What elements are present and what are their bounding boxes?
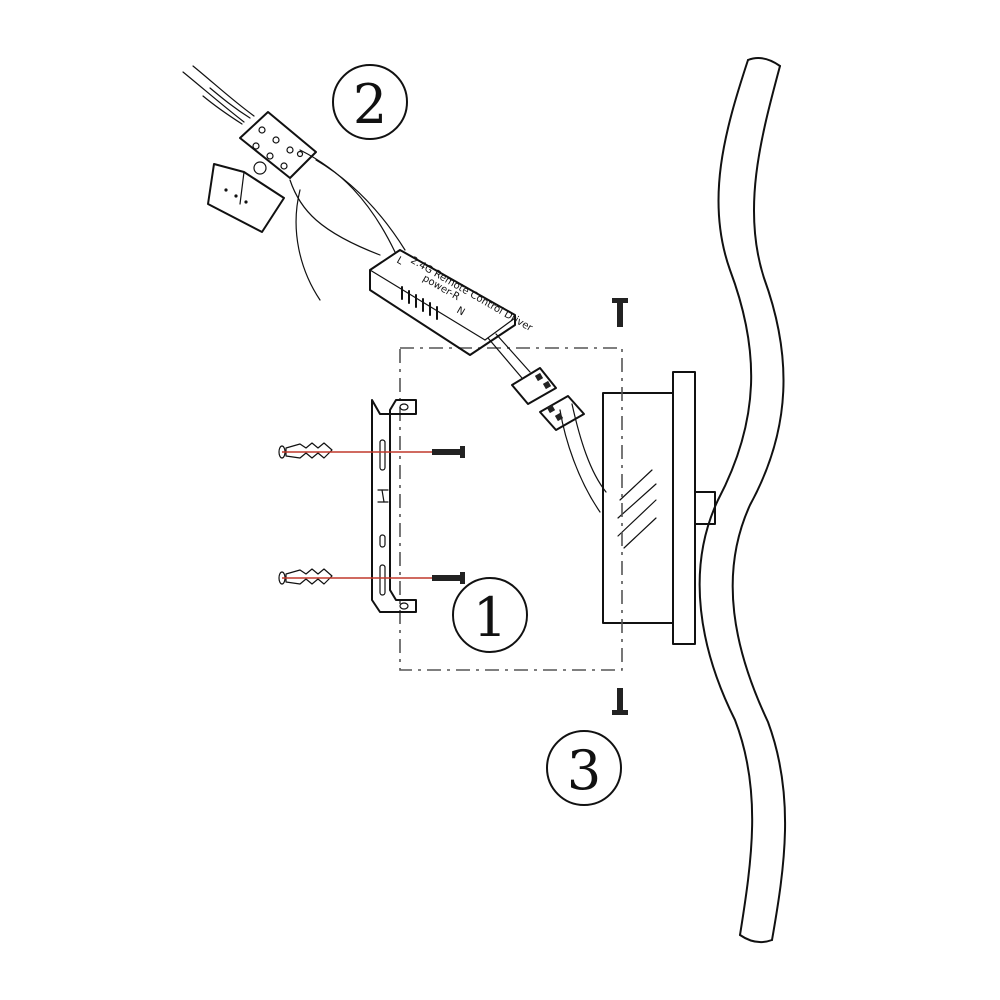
driver-vents — [401, 286, 438, 320]
step-number-2: 2 — [353, 73, 387, 136]
fixing-screw-bottom — [612, 688, 628, 715]
lamp-wave-body — [698, 57, 787, 944]
remote-control-driver: 2.4G Remote Control Driver power-R L N — [369, 249, 535, 356]
canopy-base — [602, 371, 716, 645]
step-number-1: 1 — [473, 586, 507, 649]
fixing-screw-top — [612, 298, 628, 327]
step-marker-1: 1 — [452, 577, 528, 653]
mains-cable — [182, 65, 255, 125]
terminal-block — [239, 111, 317, 179]
driver-terminal-left: L — [395, 255, 406, 268]
assembly-outline — [399, 347, 623, 671]
step-number-3: 3 — [567, 739, 601, 802]
driver-output-wires — [487, 333, 607, 513]
wall-plug-upper — [278, 442, 333, 459]
step-marker-2: 2 — [332, 64, 408, 140]
connector-female — [539, 395, 585, 431]
wall-plug-lower — [278, 568, 333, 585]
mounting-bracket — [371, 399, 417, 613]
driver-input-wires — [289, 149, 406, 301]
junction-box — [207, 161, 285, 233]
connector-male — [511, 367, 557, 405]
driver-terminal-right: N — [455, 305, 467, 318]
step-marker-3: 3 — [546, 730, 622, 806]
driver-label: 2.4G Remote Control Driver — [409, 255, 535, 334]
screw-lower — [432, 572, 465, 584]
screw-upper — [432, 446, 465, 458]
